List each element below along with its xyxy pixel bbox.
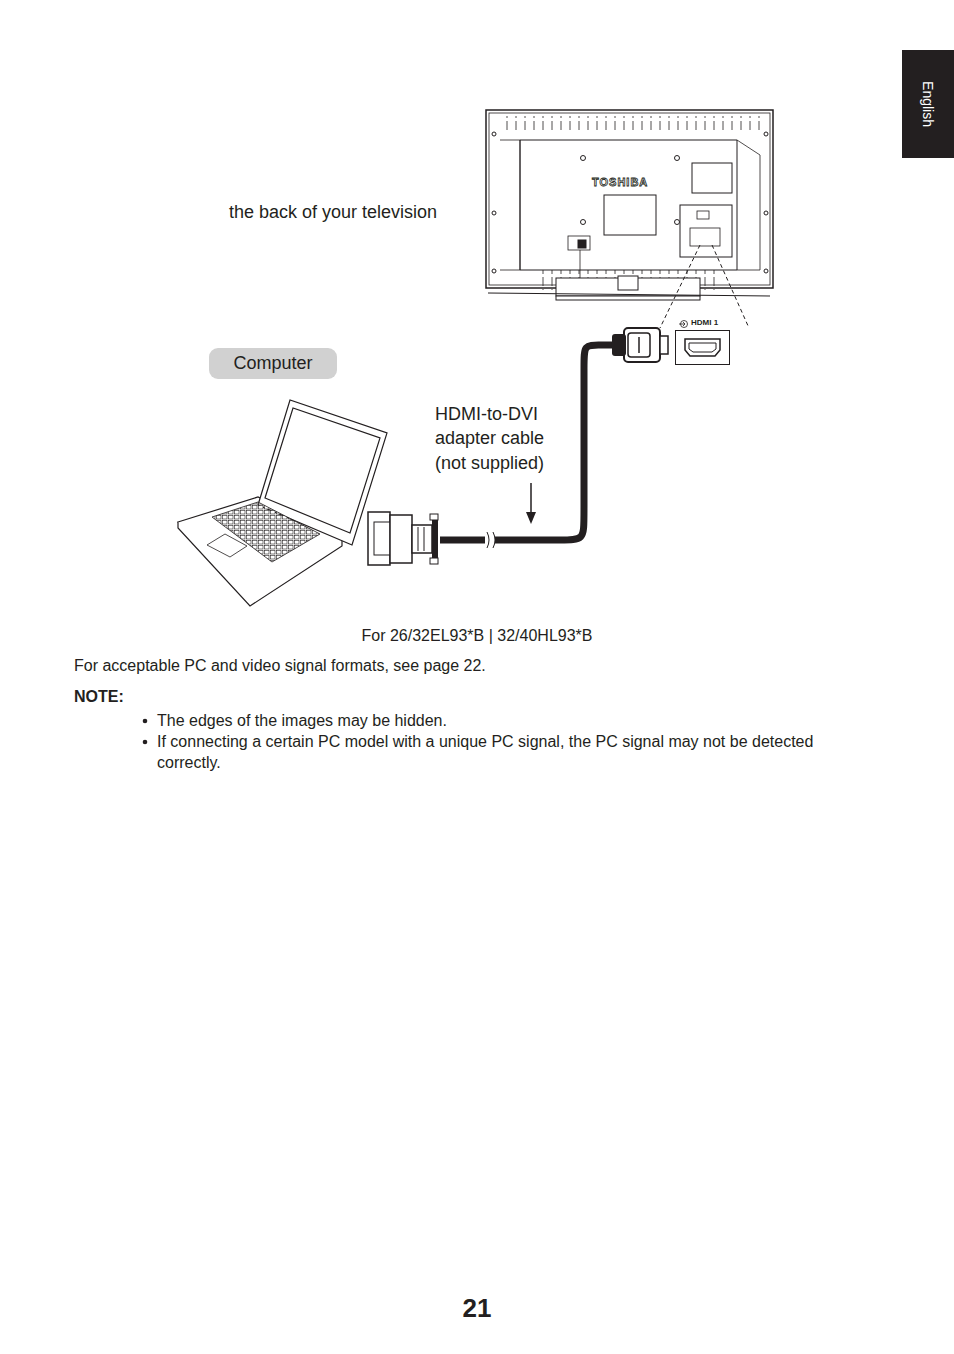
pointer-arrow-head xyxy=(526,512,536,524)
tab-text: English xyxy=(920,81,936,127)
note-item: The edges of the images may be hidden. xyxy=(157,711,447,732)
device-name: Computer xyxy=(233,353,312,374)
cable-label: HDMI-to-DVI adapter cable (not supplied) xyxy=(435,402,565,475)
bullet xyxy=(143,740,148,745)
device-label-pill: Computer xyxy=(209,348,337,379)
note-item: If connecting a certain PC model with a … xyxy=(157,732,857,774)
hdmi-port-icon xyxy=(675,330,730,365)
tv-back xyxy=(486,110,773,300)
note-heading: NOTE: xyxy=(74,687,124,708)
body-text: For acceptable PC and video signal forma… xyxy=(74,656,486,677)
figure-caption: For 26/32EL93*B | 32/40HL93*B xyxy=(0,626,954,647)
hdmi-dvi-cable xyxy=(368,328,668,565)
page-number: 21 xyxy=(0,1292,954,1326)
zoom-line xyxy=(712,245,749,328)
brand-logo: TOSHIBA xyxy=(592,175,648,189)
laptop xyxy=(178,400,387,606)
pointer-arrow xyxy=(530,483,532,514)
figure-label: the back of your television xyxy=(229,201,437,224)
port-label: HDMI 1 xyxy=(690,318,719,327)
zoom-line xyxy=(660,245,700,328)
bullet xyxy=(143,719,148,724)
language-tab: English xyxy=(902,50,954,158)
hdmi-port-box: HDMI 1 xyxy=(675,330,730,365)
